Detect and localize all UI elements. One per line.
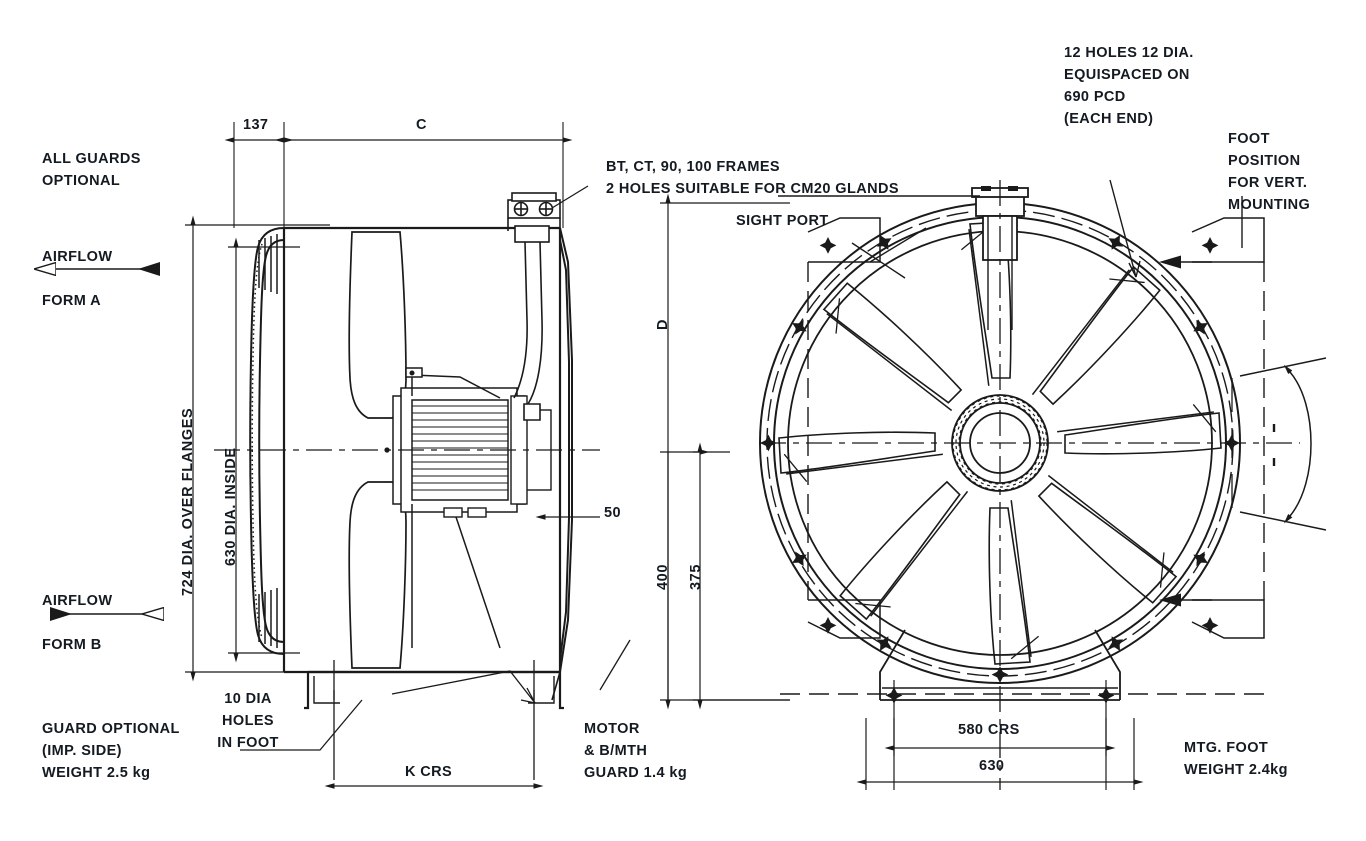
leader-sight-port — [851, 227, 927, 279]
vert-mount-foot-holes — [819, 237, 1219, 634]
conduit-riser — [987, 216, 1013, 330]
dim-label-50: 50 — [604, 505, 621, 521]
vert-mount-foot-bottom-left — [807, 599, 881, 639]
motor-terminal-box — [443, 507, 487, 518]
leader-frames-glands — [551, 185, 589, 209]
mounting-foot-side-inner — [313, 676, 555, 704]
casing-ribs-bottom — [258, 588, 278, 648]
centerlines-front-view — [760, 180, 1300, 790]
label-airflow-form-a: AIRFLOW — [42, 249, 113, 265]
leader-12-holes — [1109, 179, 1141, 278]
note-frames-glands: BT, CT, 90, 100 FRAMES 2 HOLES SUITABLE … — [606, 159, 899, 197]
note-sight-port: SIGHT PORT — [736, 213, 829, 229]
airflow-arrow-form-a — [55, 262, 160, 276]
vert-mount-foot-top-right — [1191, 217, 1265, 263]
label-airflow-form-b: AIRFLOW — [42, 593, 113, 609]
dim-label-K-CRS: K CRS — [405, 764, 453, 780]
leader-guard-optional — [240, 699, 363, 751]
note-motor-guard: MOTOR & B/MTH GUARD 1.4 kg — [584, 721, 688, 781]
casing-ribs-top — [258, 234, 278, 294]
angle-dimension-arc — [1239, 357, 1327, 531]
label-form-b: FORM B — [42, 637, 102, 653]
dimension-630 — [856, 718, 1144, 790]
guard-mesh-dots — [251, 243, 263, 639]
mounting-foot-side — [304, 670, 564, 710]
dim-label-C: C — [416, 117, 427, 133]
note-mtg-foot-weight: MTG. FOOT WEIGHT 2.4kg — [1184, 740, 1288, 778]
dimension-375 — [693, 442, 790, 710]
inlet-bellmouth — [249, 227, 285, 655]
dim-label-724-dia: 724 DIA. OVER FLANGES — [180, 407, 196, 596]
impeller-blade-upper — [348, 231, 407, 419]
note-10-dia-holes: 10 DIA HOLES IN FOOT — [217, 691, 279, 751]
centerline-node — [384, 447, 390, 453]
leader-motor-guard — [599, 639, 631, 691]
label-form-a: FORM A — [42, 293, 102, 309]
dim-label-137: 137 — [243, 117, 269, 133]
outlet-flange — [559, 227, 573, 673]
dim-label-D: D — [655, 318, 671, 330]
note-12-holes: 12 HOLES 12 DIA. EQUISPACED ON 690 PCD (… — [1064, 45, 1194, 127]
motor-conduit — [513, 241, 543, 421]
dim-label-375: 375 — [688, 564, 704, 590]
impeller-blade-lower — [348, 481, 407, 669]
dimension-580-CRS — [884, 718, 1116, 756]
impeller-blades-front — [778, 221, 1222, 665]
vert-mount-foot-top-left — [807, 217, 881, 263]
blade-chord-lines — [786, 229, 1214, 657]
airflow-arrow-form-b — [50, 607, 163, 621]
terminal-gland-plate — [507, 192, 561, 243]
terminal-box-bolts — [981, 186, 1018, 191]
motor-support-struts — [405, 367, 501, 649]
leader-10-dia-holes — [391, 670, 536, 704]
note-all-guards-optional: ALL GUARDS OPTIONAL — [42, 151, 141, 189]
vert-mount-foot-arrows — [1159, 255, 1212, 607]
dim-label-630: 630 — [979, 758, 1005, 774]
dim-label-580-CRS: 580 CRS — [958, 722, 1020, 738]
note-foot-position: FOOT POSITION FOR VERT. MOUNTING — [1228, 131, 1311, 213]
foot-hole-centers — [333, 660, 535, 780]
dim-label-400: 400 — [655, 564, 671, 590]
note-guard-optional: GUARD OPTIONAL (IMP. SIDE) WEIGHT 2.5 kg — [42, 721, 180, 781]
motor-fins — [412, 405, 508, 491]
outlet-flange-tail — [551, 671, 561, 701]
vert-mount-foot-bottom-right — [1191, 599, 1265, 639]
dim-label-630-dia-inside: 630 DIA. INSIDE — [223, 447, 239, 566]
